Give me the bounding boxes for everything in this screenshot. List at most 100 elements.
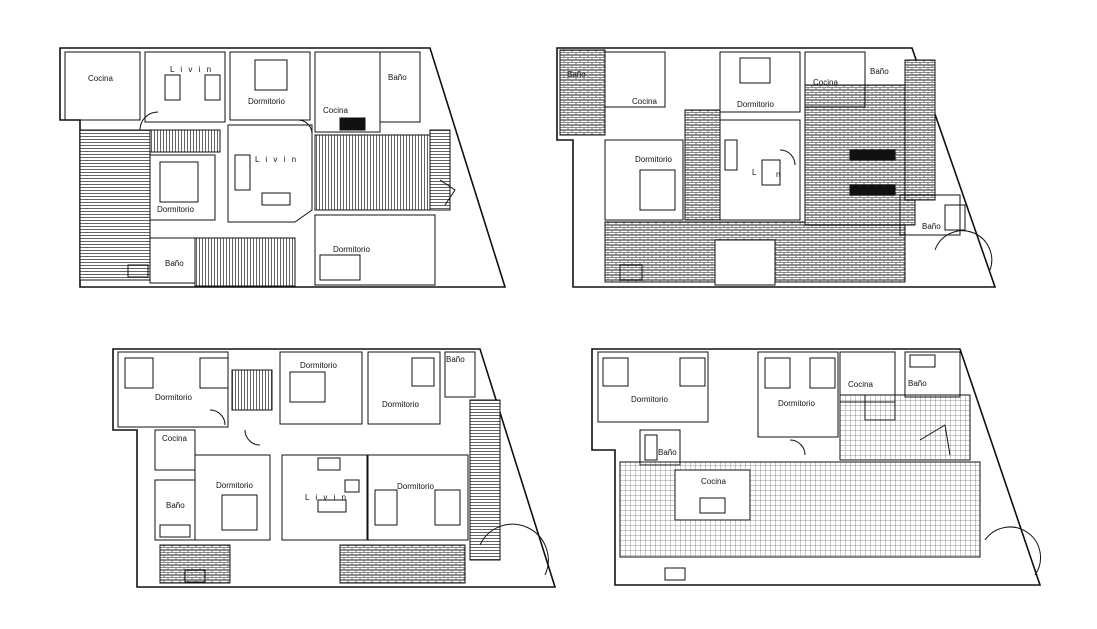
label-dormitorio: Dormitorio	[631, 395, 668, 404]
spiral-stair	[934, 230, 993, 271]
bed	[254, 59, 288, 91]
label-cocina: Cocina	[701, 477, 726, 486]
corridor-hatch	[149, 129, 221, 153]
dining-table	[849, 184, 896, 196]
bathtub	[909, 354, 936, 368]
label-livin: L i v i n	[305, 493, 348, 502]
room-bano-2	[154, 479, 196, 541]
void	[714, 239, 776, 286]
label-cocina: Cocina	[323, 106, 348, 115]
door-swing	[209, 409, 226, 426]
room-livin	[719, 119, 801, 221]
room-livin	[144, 51, 226, 123]
label-bano: Baño	[658, 448, 677, 457]
room-dormitorio-2	[757, 351, 839, 438]
label-bano: Baño	[388, 73, 407, 82]
label-dormitorio: Dormitorio	[737, 100, 774, 109]
bed	[124, 357, 154, 389]
sink	[619, 264, 643, 281]
room-dormitorio-2	[149, 154, 216, 221]
sofa	[204, 74, 221, 101]
label-bano: Baño	[446, 355, 465, 364]
bed	[221, 494, 258, 531]
room-cocina	[674, 469, 751, 521]
label-livin-n: n	[776, 170, 780, 179]
table	[344, 479, 360, 493]
room-dormitorio-2	[279, 351, 363, 425]
spiral-stair	[984, 526, 1042, 576]
sofa	[234, 154, 251, 191]
label-dormitorio: Dormitorio	[333, 245, 370, 254]
corridor-hatch	[684, 109, 721, 221]
plan-outline	[556, 47, 997, 288]
bed	[159, 161, 199, 203]
plan-bottom-right: Dormitorio Dormitorio Cocina Baño Baño C…	[591, 348, 1042, 586]
room-bano	[379, 51, 421, 123]
label-cocina: Cocina	[162, 434, 187, 443]
label-dormitorio: Dormitorio	[778, 399, 815, 408]
room-dormitorio	[229, 51, 311, 121]
room-bano	[904, 351, 961, 398]
plan-outline	[591, 348, 1042, 586]
bed	[809, 357, 836, 389]
sofa	[724, 139, 738, 171]
label-dormitorio: Dormitorio	[248, 97, 285, 106]
door-swing	[789, 439, 806, 456]
plan-top-left: Cocina L i v i n Dormitorio Cocina Baño …	[59, 47, 507, 288]
bed	[679, 357, 706, 387]
door-swing	[297, 119, 313, 135]
room-dormitorio-5	[367, 454, 469, 541]
spiral-stair	[479, 523, 549, 576]
room-bano	[899, 194, 961, 236]
bed	[411, 357, 435, 387]
room-cocina	[64, 51, 141, 121]
label-bano: Baño	[165, 259, 184, 268]
bed	[639, 169, 676, 211]
bed	[434, 489, 461, 526]
label-bano: Baño	[922, 222, 941, 231]
hall-hatch	[314, 134, 431, 211]
door-swing	[439, 179, 456, 206]
door-swing	[244, 429, 261, 446]
table	[864, 394, 896, 421]
sink	[184, 569, 206, 583]
label-bano: Baño	[870, 67, 889, 76]
label-dormitorio: Dormitorio	[216, 481, 253, 490]
bed	[602, 357, 629, 387]
bed	[199, 357, 229, 389]
sofa	[261, 192, 291, 206]
stair-hatch	[231, 369, 273, 411]
room-dormitorio-3	[314, 214, 436, 286]
bathtub	[644, 434, 658, 461]
plan-outline	[112, 348, 557, 588]
stair-run	[919, 424, 951, 456]
room-cocina-2	[839, 351, 896, 403]
terrace-hatch	[839, 394, 971, 461]
room-dormitorio	[597, 351, 709, 423]
bathtub	[159, 524, 191, 538]
label-cocina: Cocina	[813, 78, 838, 87]
sofa	[317, 499, 347, 513]
room-dormitorio	[719, 51, 801, 113]
room-cocina	[154, 429, 196, 471]
stair-hatch	[194, 237, 296, 287]
sofa	[164, 74, 181, 101]
table	[761, 159, 781, 186]
plan-top-right: Baño Cocina Dormitorio Baño Cocina Dormi…	[556, 47, 997, 288]
side-hatch	[904, 59, 936, 201]
label-bano: Baño	[567, 70, 586, 79]
stair-hatch-2	[429, 129, 451, 211]
door-swing	[139, 111, 159, 131]
patio-hatch	[339, 544, 466, 584]
bathtub	[944, 204, 966, 231]
label-dormitorio: Dormitorio	[155, 393, 192, 402]
bed	[764, 357, 791, 389]
door-swing	[779, 149, 796, 166]
room-bano-2	[639, 429, 681, 466]
patio-hatch	[159, 544, 231, 584]
label-dormitorio: Dormitorio	[382, 400, 419, 409]
room-dormitorio-4	[194, 454, 271, 541]
label-dormitorio: Dormitorio	[635, 155, 672, 164]
label-bano: Baño	[908, 379, 927, 388]
